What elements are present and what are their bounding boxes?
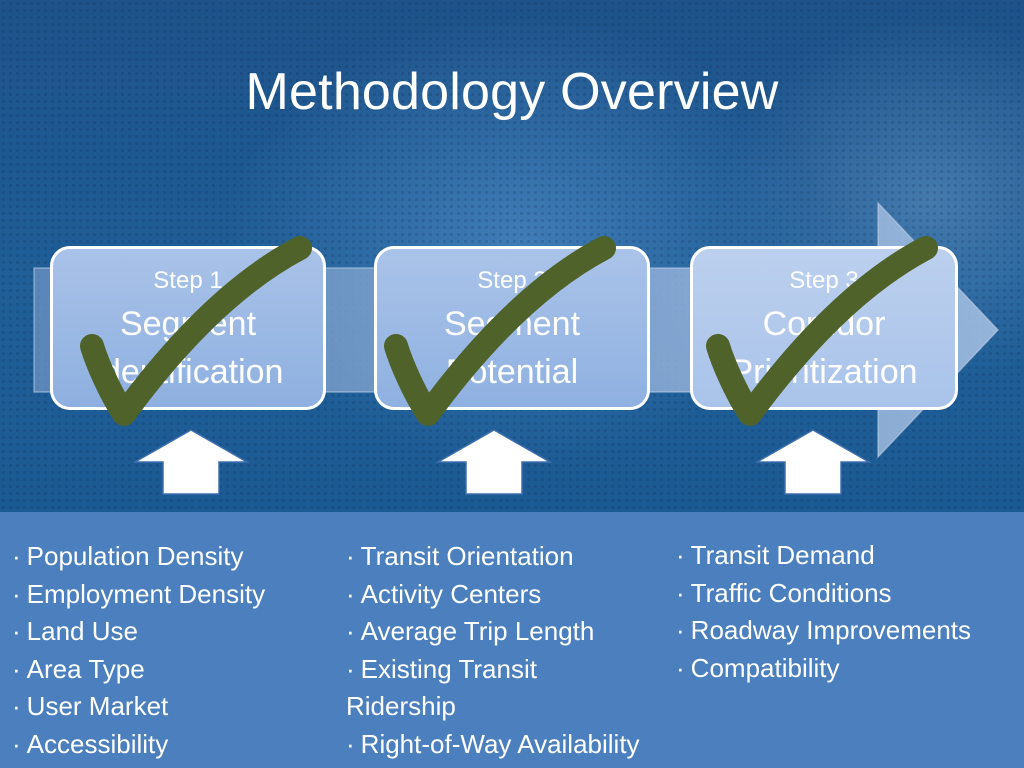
step-1-number: Step 1 — [153, 267, 223, 294]
criteria-item: ·Traffic Conditions — [676, 577, 892, 608]
checkmark-icon — [384, 236, 616, 426]
checkmark-icon — [80, 236, 312, 426]
step-3-criteria-list: ·Transit Demand ·Traffic Conditions ·Roa… — [676, 537, 1016, 687]
criteria-item: ·Land Use — [12, 616, 138, 647]
criteria-item: ·Area Type — [12, 653, 145, 684]
up-arrow-icon — [133, 429, 249, 495]
criteria-item-continuation: Ridership — [346, 691, 456, 722]
criteria-item: ·Transit Orientation — [346, 541, 574, 571]
criteria-item: ·Population Density — [12, 541, 244, 571]
criteria-item: ·Average Trip Length — [346, 616, 595, 647]
criteria-item: ·Activity Centers — [346, 578, 542, 609]
slide-title: Methodology Overview — [245, 63, 779, 121]
criteria-item: ·Right-of-Way Availability — [346, 728, 640, 759]
criteria-item: ·Employment Density — [12, 578, 266, 609]
criteria-item: ·Roadway Improvements — [676, 615, 972, 646]
checkmark-icon — [706, 236, 938, 426]
criteria-item: ·Accessibility — [12, 728, 169, 759]
criteria-panel — [0, 512, 1024, 768]
step-1-criteria-list: ·Population Density ·Employment Density … — [12, 538, 332, 764]
step-1-name: Segment Identification — [92, 305, 284, 391]
up-arrow-icon — [436, 429, 552, 495]
criteria-item: ·Transit Demand — [676, 540, 875, 570]
criteria-item: ·User Market — [12, 691, 169, 722]
step-2-criteria-list: ·Transit Orientation ·Activity Centers ·… — [346, 538, 676, 764]
criteria-item: ·Existing Transit — [346, 653, 537, 684]
up-arrow-icon — [755, 429, 871, 495]
criteria-item: ·Compatibility — [676, 652, 840, 683]
